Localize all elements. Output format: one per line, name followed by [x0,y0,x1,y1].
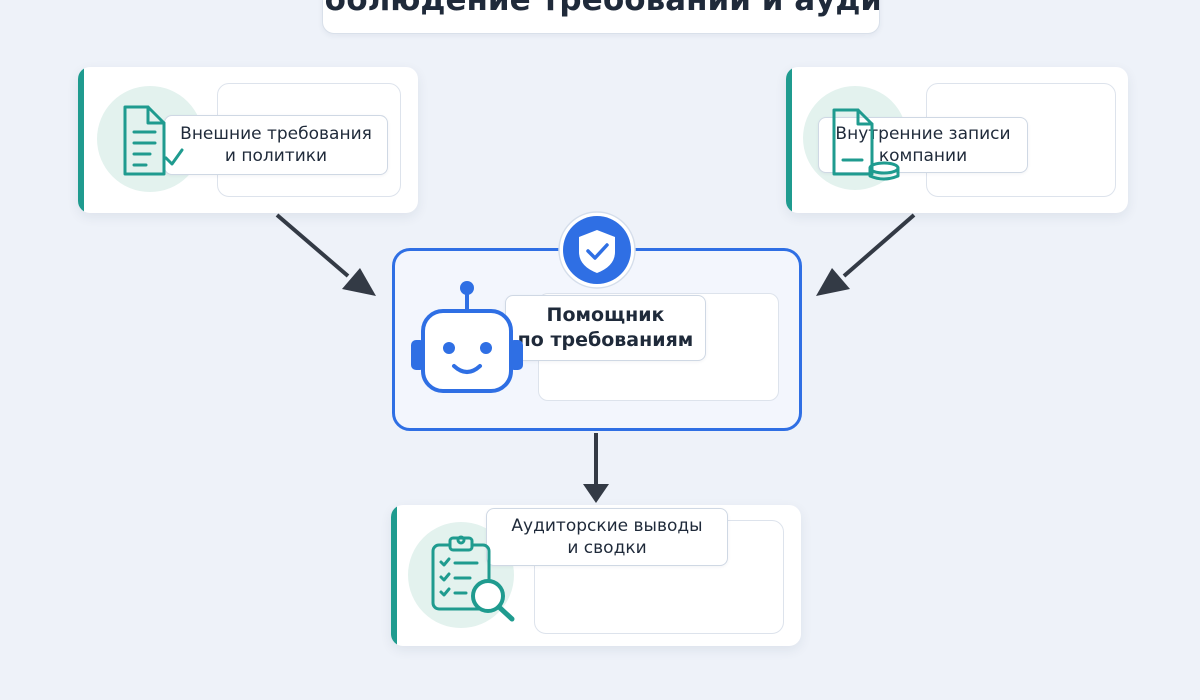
node-assistant-line2: по требованиям [517,329,694,351]
node-external-line2: и политики [224,146,328,166]
edge-external-to-assistant [275,213,376,296]
database-document-icon [832,108,900,181]
card-accent-stripe [786,67,792,213]
node-assistant-label: Помощник по требованиям [505,295,706,361]
node-audit-line1: Аудиторские выводы [511,516,703,536]
diagram-title-box: Соблюдение требований и аудит [322,0,880,34]
card-accent-stripe [78,67,84,213]
node-internal-label: Внутренние записи компании [818,117,1028,173]
diagram-title: Соблюдение требований и аудит [322,0,880,18]
clipboard-search-icon [431,535,515,622]
node-external-line1: Внешние требования [180,124,372,144]
shield-check-icon [558,211,636,289]
node-assistant-line1: Помощник [546,304,665,326]
node-internal-line1: Внутренние записи [835,124,1011,144]
node-external-label: Внешние требования и политики [164,115,388,175]
document-check-icon [123,105,184,176]
robot-icon [411,281,523,393]
edge-internal-to-assistant [816,213,916,296]
node-internal-line2: компании [878,146,968,166]
node-audit-label: Аудиторские выводы и сводки [486,508,728,566]
edge-assistant-to-audit [583,433,609,503]
card-accent-stripe [391,505,397,646]
node-audit-line2: и сводки [567,538,647,558]
